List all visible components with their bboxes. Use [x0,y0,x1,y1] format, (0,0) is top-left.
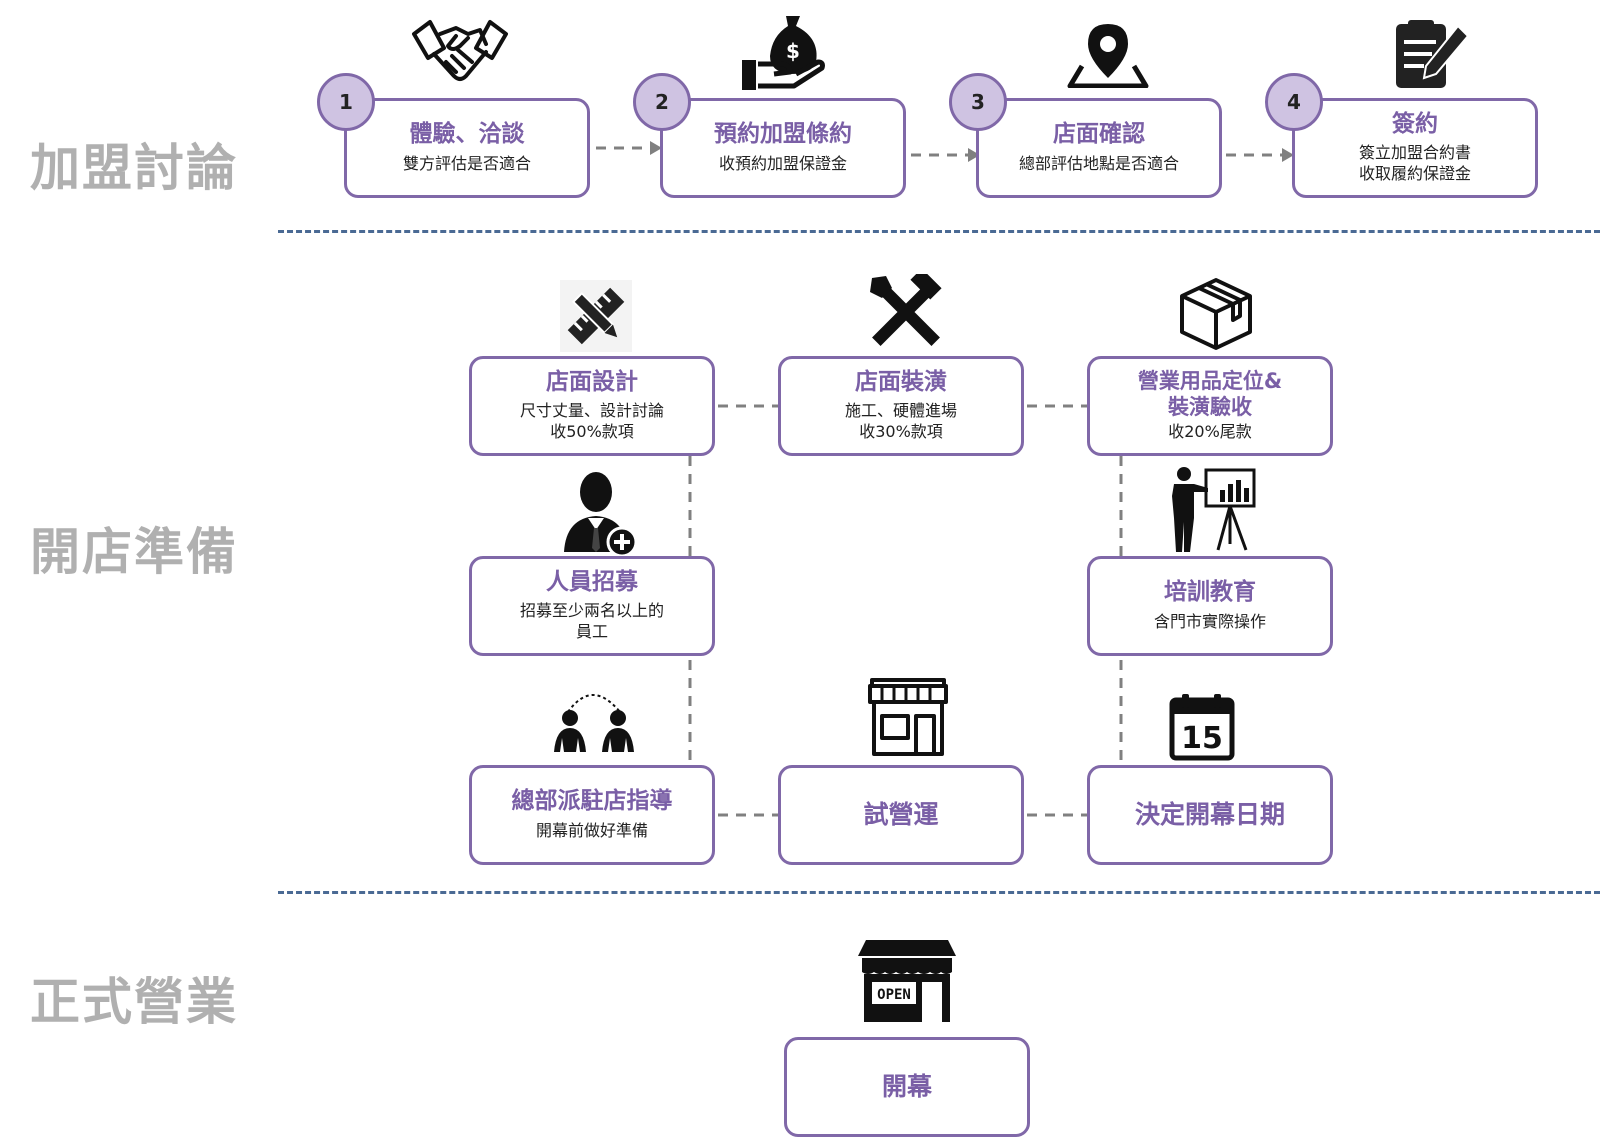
renovation-desc-line-2: 收30%款項 [859,421,943,441]
recruit-title: 人員招募 [546,569,638,596]
training-title: 培訓教育 [1164,578,1256,605]
step-3-badge: 3 [949,73,1007,131]
step-1-title: 體驗、洽談 [409,120,525,147]
design-desc-line-2: 收50%款項 [550,421,634,441]
step-4-desc: 簽立加盟合約書 收取履約保證金 [1359,143,1471,185]
hq-guide-title: 總部派駐店指導 [511,787,673,814]
add-person-icon [560,470,640,560]
handshake-icon [410,12,510,92]
design-desc: 尺寸丈量、設計討論 收50%款項 [520,401,664,443]
renovation-box: 店面裝潢 施工、硬體進場 收30%款項 [778,356,1024,456]
opening-date-box: 決定開幕日期 [1087,765,1333,865]
step-4-desc-line-1: 簽立加盟合約書 [1358,143,1471,162]
step-3-desc: 總部評估地點是否適合 [1018,154,1179,174]
step-1-box: 體驗、洽談 雙方評估是否適合 [344,98,590,198]
hammer-wrench-icon [868,274,946,350]
hq-guide-box: 總部派駐店指導 開幕前做好準備 [469,765,715,865]
step-2-desc: 收預約加盟保證金 [718,154,847,174]
contract-pen-icon [1392,18,1470,90]
svg-text:$: $ [786,39,800,63]
section-label-preparation: 開店準備 [30,523,238,581]
calendar-icon: 15 [1168,692,1236,762]
arrowhead-1-2 [650,141,662,155]
box-icon [1178,276,1254,352]
supplies-desc: 收20%尾款 [1168,421,1252,441]
step-3-box: 店面確認 總部評估地點是否適合 [976,98,1222,198]
presentation-icon [1166,466,1256,554]
recruit-box: 人員招募 招募至少兩名以上的 員工 [469,556,715,656]
step-4-box: 簽約 簽立加盟合約書 收取履約保證金 [1292,98,1538,198]
supplies-title-line-1: 營業用品定位& [1137,369,1283,394]
design-box: 店面設計 尺寸丈量、設計討論 收50%款項 [469,356,715,456]
training-box: 培訓教育 含門市實際操作 [1087,556,1333,656]
step-3-title: 店面確認 [1053,120,1145,147]
supplies-title-line-2: 裝潢驗收 [1167,394,1252,419]
training-desc: 含門市實際操作 [1153,612,1266,632]
design-desc-line-1: 尺寸丈量、設計討論 [519,401,664,420]
renovation-desc-line-1: 施工、硬體進場 [844,401,957,420]
step-2-badge: 2 [633,73,691,131]
step-1-badge: 1 [317,73,375,131]
step-4-title: 簽約 [1392,111,1438,138]
ruler-pencil-icon [560,280,632,352]
section-label-operation: 正式營業 [30,973,238,1031]
arrowhead-3-4 [1282,148,1294,162]
map-pin-icon [1066,22,1150,88]
two-people-icon [546,686,642,754]
step-1-desc: 雙方評估是否適合 [402,154,531,174]
step-2-title: 預約加盟條約 [714,120,852,147]
divider-bottom [278,891,1600,894]
opening-title: 開幕 [881,1072,932,1101]
section-label-discussion: 加盟討論 [30,139,238,197]
hq-guide-desc: 開幕前做好準備 [535,821,648,841]
design-title: 店面設計 [546,369,638,396]
step-2-box: 預約加盟條約 收預約加盟保證金 [660,98,906,198]
open-sign-text: OPEN [877,987,911,1003]
supplies-box: 營業用品定位& 裝潢驗收 收20%尾款 [1087,356,1333,456]
recruit-desc-line-2: 員工 [575,621,608,641]
divider-top [278,230,1600,233]
trial-box: 試營運 [778,765,1024,865]
money-bag-hand-icon: $ [740,12,826,92]
supplies-title: 營業用品定位& 裝潢驗收 [1138,369,1282,419]
trial-title: 試營運 [863,800,939,829]
recruit-desc: 招募至少兩名以上的 員工 [520,601,664,643]
arrowhead-2-3 [968,148,980,162]
opening-date-title: 決定開幕日期 [1134,800,1285,829]
step-4-desc-line-2: 收取履約保證金 [1358,163,1471,183]
renovation-title: 店面裝潢 [855,369,947,396]
calendar-day: 15 [1181,721,1223,756]
step-4-badge: 4 [1265,73,1323,131]
recruit-desc-line-1: 招募至少兩名以上的 [519,601,664,620]
renovation-desc: 施工、硬體進場 收30%款項 [845,401,957,443]
open-store-icon: OPEN [856,938,958,1024]
opening-box: 開幕 [784,1037,1030,1137]
storefront-icon [866,676,950,758]
